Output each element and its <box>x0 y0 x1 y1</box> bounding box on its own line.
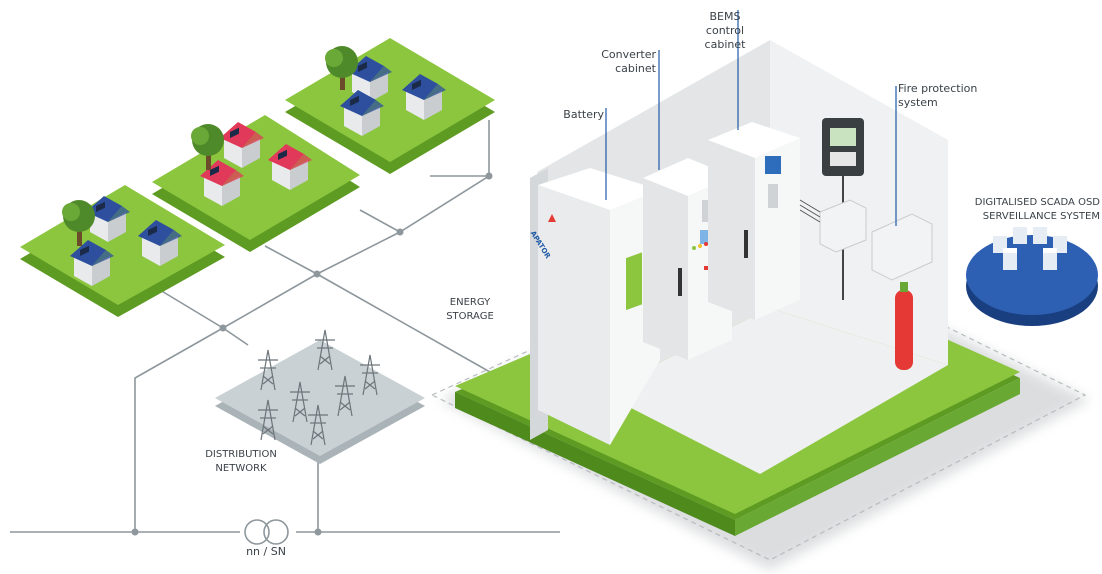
fire-label-line2: system <box>898 96 938 109</box>
pylon-icon <box>315 329 335 371</box>
scada-platform <box>966 222 1098 326</box>
house-icon <box>138 220 182 266</box>
fire-label-line1: Fire protection <box>898 82 978 95</box>
wires <box>799 199 821 223</box>
server-icon <box>1003 248 1017 270</box>
housing-island-left <box>20 185 225 317</box>
distribution-label-line1: DISTRIBUTION <box>205 449 277 460</box>
house-icon <box>402 74 446 120</box>
apator-logo <box>548 214 556 222</box>
distribution-network-label: DISTRIBUTION NETWORK <box>186 448 296 476</box>
pylon-icon <box>258 349 278 391</box>
fire-control-panel <box>822 118 864 176</box>
tree-icon <box>62 200 95 246</box>
scada-label: DIGITALISED SCADA OSD SERVEILLANCE SYSTE… <box>958 196 1100 224</box>
tree-icon <box>191 124 224 170</box>
pylon-icon <box>335 375 355 417</box>
energy-storage-label: ENERGY STORAGE <box>430 296 510 324</box>
scada-label-line2: SERVEILLANCE SYSTEM <box>982 211 1100 222</box>
leader-lines <box>605 10 897 226</box>
house-icon <box>220 122 264 168</box>
bems-label: BEMS control cabinet <box>695 10 755 52</box>
power-pylons <box>258 329 380 446</box>
house-icon <box>268 144 312 190</box>
house-icon <box>340 90 384 136</box>
pylon-icon <box>290 381 310 423</box>
junction-box <box>819 199 867 253</box>
junction-dots <box>131 172 493 536</box>
converter-label: Converter cabinet <box>580 48 656 76</box>
house-icon <box>70 240 114 286</box>
server-icon <box>1013 222 1027 244</box>
fire-extinguisher-bottle <box>895 282 913 370</box>
bems-control-cabinet <box>708 122 800 320</box>
tree-icon <box>325 46 358 90</box>
transformer-icon <box>244 519 289 545</box>
bems-label-line3: cabinet <box>704 38 746 51</box>
distribution-label-line2: NETWORK <box>215 463 267 474</box>
transformer-label: nn / SN <box>246 545 286 558</box>
converter-label-line1: Converter <box>601 48 656 61</box>
scada-label-line1: DIGITALISED SCADA OSD <box>974 197 1100 208</box>
energy-label-line1: ENERGY <box>449 297 491 308</box>
bems-label-line1: BEMS <box>709 10 741 23</box>
pylon-icon <box>360 354 380 396</box>
converter-label-line2: cabinet <box>615 62 656 75</box>
house-icon <box>200 160 244 206</box>
energy-label-line2: STORAGE <box>446 311 494 322</box>
houses <box>70 56 446 286</box>
server-icon <box>1033 222 1047 244</box>
battery-label: Battery <box>563 108 604 121</box>
server-icon <box>1043 248 1057 270</box>
bems-label-line2: control <box>705 24 745 37</box>
pylon-icon <box>258 399 278 441</box>
fire-protection-box <box>871 213 933 281</box>
fire-protection-label: Fire protection system <box>898 82 977 110</box>
pylon-icon <box>308 404 328 446</box>
